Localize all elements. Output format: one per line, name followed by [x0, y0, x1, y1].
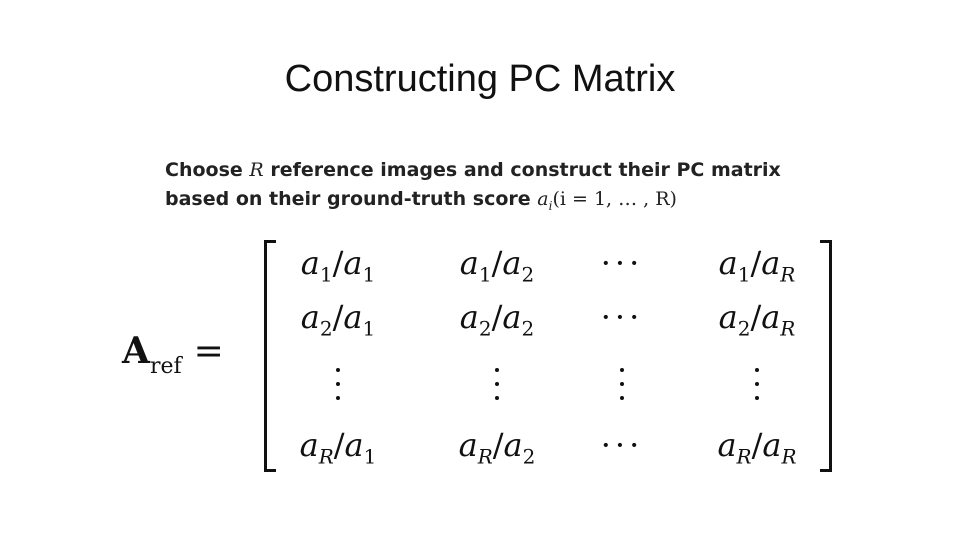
math-variable: R: [249, 159, 264, 181]
description: Choose R reference images and construct …: [165, 156, 781, 221]
dot: [755, 382, 759, 386]
description-text: Choose: [165, 159, 250, 181]
math-subscript: i: [548, 198, 553, 213]
matrix-cell: ···: [601, 244, 644, 282]
matrix-cell: aR/a1: [300, 426, 377, 468]
fraction-slash: /: [750, 298, 762, 336]
denominator-subscript: R: [780, 262, 796, 287]
numerator-subscript: 2: [737, 316, 751, 341]
matrix-cell: a1/aR: [719, 244, 796, 286]
description-line-2: based on their ground-truth score ai(i =…: [165, 185, 781, 221]
vertical-ellipsis: [620, 368, 624, 410]
denominator-subscript: 2: [522, 444, 536, 469]
fraction-slash: /: [332, 298, 344, 336]
matrix-cell: aR/a2: [459, 426, 536, 468]
matrix-cell: a2/aR: [719, 298, 796, 340]
dot: [755, 368, 759, 372]
numerator-subscript: 1: [737, 262, 751, 287]
numerator: a: [299, 426, 319, 464]
horizontal-ellipsis: ···: [600, 298, 644, 336]
matrix-cell: a2/a1: [301, 298, 375, 340]
denominator-subscript: R: [780, 316, 796, 341]
equals-sign: =: [193, 331, 224, 372]
fraction-slash: /: [333, 426, 345, 464]
fraction-slash: /: [332, 244, 344, 282]
numerator: a: [717, 426, 737, 464]
vertical-ellipsis: [755, 368, 759, 410]
slide-title: Constructing PC Matrix: [284, 58, 676, 100]
description-text: based on their ground-truth score: [165, 188, 538, 210]
dot: [336, 382, 340, 386]
numerator: a: [718, 298, 738, 336]
numerator-subscript: 2: [319, 316, 333, 341]
denominator: a: [343, 244, 363, 282]
dot: [620, 396, 624, 400]
fraction-slash: /: [491, 298, 503, 336]
matrix-cell: a1/a1: [301, 244, 375, 286]
numerator-subscript: R: [318, 444, 334, 469]
numerator-subscript: 1: [319, 262, 333, 287]
dot: [495, 396, 499, 400]
denominator: a: [503, 426, 523, 464]
dot: [620, 368, 624, 372]
numerator-subscript: R: [477, 444, 493, 469]
dot: [620, 382, 624, 386]
matrix-lhs: Aref =: [122, 330, 224, 379]
numerator: a: [459, 244, 479, 282]
description-text: reference images and construct their PC …: [263, 159, 781, 181]
numerator: a: [459, 298, 479, 336]
numerator-subscript: R: [736, 444, 752, 469]
matrix-cell: ···: [601, 426, 644, 464]
denominator-subscript: 1: [362, 316, 376, 341]
matrix-symbol: A: [122, 330, 150, 372]
numerator-subscript: 1: [478, 262, 492, 287]
matrix-cell: a1/a2: [460, 244, 534, 286]
fraction-slash: /: [491, 244, 503, 282]
denominator: a: [761, 298, 781, 336]
dot: [336, 396, 340, 400]
matrix-cell: ···: [601, 298, 644, 336]
horizontal-ellipsis: ···: [600, 244, 644, 282]
dot: [495, 368, 499, 372]
numerator: a: [718, 244, 738, 282]
fraction-slash: /: [492, 426, 504, 464]
matrix-left-bracket: [264, 240, 276, 472]
denominator: a: [762, 426, 782, 464]
matrix-cell: a2/a2: [460, 298, 534, 340]
denominator: a: [502, 298, 522, 336]
denominator-subscript: 1: [363, 444, 377, 469]
numerator: a: [458, 426, 478, 464]
denominator-subscript: 1: [362, 262, 376, 287]
numerator: a: [300, 244, 320, 282]
denominator-subscript: 2: [521, 316, 535, 341]
numerator: a: [300, 298, 320, 336]
dot: [336, 368, 340, 372]
fraction-slash: /: [750, 244, 762, 282]
vertical-ellipsis: [336, 368, 340, 410]
denominator-subscript: 2: [521, 262, 535, 287]
math-variable: a: [537, 188, 549, 210]
denominator: a: [344, 426, 364, 464]
math-expression: (i = 1, … , R): [552, 188, 677, 210]
matrix-right-bracket: [820, 240, 832, 472]
fraction-slash: /: [751, 426, 763, 464]
denominator: a: [343, 298, 363, 336]
matrix-subscript: ref: [149, 354, 182, 379]
numerator-subscript: 2: [478, 316, 492, 341]
denominator: a: [502, 244, 522, 282]
denominator: a: [761, 244, 781, 282]
denominator-subscript: R: [781, 444, 797, 469]
horizontal-ellipsis: ···: [600, 426, 644, 464]
dot: [495, 382, 499, 386]
matrix-cell: aR/aR: [717, 426, 796, 468]
description-line-1: Choose R reference images and construct …: [165, 156, 781, 185]
vertical-ellipsis: [495, 368, 499, 410]
dot: [755, 396, 759, 400]
